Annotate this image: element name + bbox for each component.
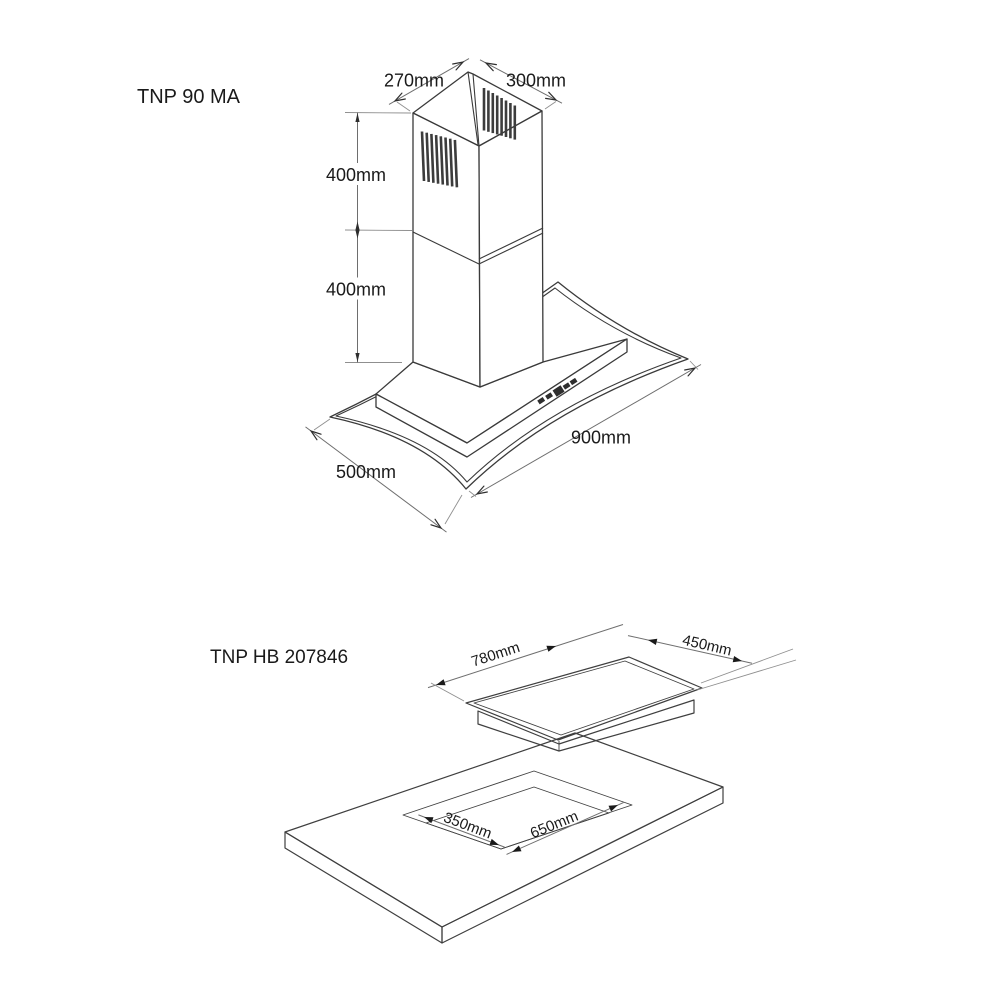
dim-line-270: [388, 58, 470, 105]
hood-body-front-band: [375, 338, 628, 458]
hood-dimensions: 270mm 300mm 400mm 400mm 90: [305, 58, 702, 533]
vent-slat: [448, 138, 454, 187]
dim-label-300: 300mm: [506, 71, 566, 91]
dim-line-300: [479, 59, 563, 104]
dim-line-650: [506, 802, 624, 855]
hob-rim: [465, 656, 703, 741]
hob-body: [477, 699, 695, 752]
vent-slat: [439, 136, 445, 185]
ext-900-a: [689, 360, 699, 370]
chimney-joint-right-2: [478, 232, 544, 265]
dim-label-450: 450mm: [681, 632, 734, 660]
button-1: [537, 397, 546, 405]
vent-grille-right: [482, 88, 517, 140]
arrow-350-right: [489, 838, 499, 845]
ext-500-b: [444, 494, 463, 525]
button-4: [562, 382, 571, 390]
arrow-780-right: [546, 645, 556, 652]
cutout-dimensions: 350mm 650mm: [418, 802, 624, 855]
chimney: [412, 71, 544, 388]
hob-dimensions: 780mm 450mm: [427, 624, 797, 702]
arrow-270-right: [452, 61, 465, 71]
ext-500-a: [313, 418, 331, 431]
ext-450-edge-2: [696, 659, 797, 691]
dim-label-900: 900mm: [571, 428, 631, 448]
dim-label-400-upper: 400mm: [326, 165, 386, 185]
worktop-cutout: [402, 770, 633, 850]
arrow-500-bottom: [430, 518, 443, 530]
worktop: 350mm 650mm: [284, 732, 724, 944]
cutout-hole: [425, 786, 610, 850]
ext-780: [430, 682, 465, 702]
arrow-350-left: [424, 817, 434, 824]
dim-line-350: [418, 814, 505, 848]
arrow-500-top: [309, 429, 322, 441]
chimney-inner-wall-edge-2: [472, 73, 480, 147]
vent-slat: [430, 133, 435, 183]
dim-label-650: 650mm: [528, 808, 581, 843]
vent-slat: [453, 139, 459, 188]
dim-line-780: [427, 624, 624, 689]
vent-slat: [420, 131, 426, 182]
ext-400-top: [344, 112, 412, 114]
worktop-left-side-face: [284, 831, 443, 944]
chimney-inner-wall-edge-1: [467, 71, 479, 145]
dim-line-900: [470, 364, 702, 498]
hob-diagram: TNP HB 207846 350mm 650mm: [210, 624, 797, 944]
hood-diagram: TNP 90 MA: [137, 58, 702, 533]
button-3: [552, 385, 565, 397]
arrow-270-left: [393, 92, 406, 102]
vent-slat: [434, 135, 440, 184]
button-5: [569, 377, 578, 386]
label-backplate: [325, 277, 388, 300]
vent-slat: [444, 137, 449, 186]
dim-line-500: [305, 426, 447, 533]
dim-label-400-lower: 400mm: [326, 280, 386, 300]
dim-label-500: 500mm: [336, 462, 396, 482]
ext-400-mid: [344, 229, 413, 231]
arrow-780-left: [436, 679, 446, 686]
control-buttons: [537, 377, 578, 405]
ext-450-edge-1: [700, 648, 794, 684]
arrow-900-top: [684, 367, 697, 377]
label-backplate: [325, 163, 388, 185]
ext-300-a: [544, 101, 557, 110]
vent-slat: [425, 132, 430, 182]
arrow-300-left: [484, 62, 497, 72]
cutout-rim: [402, 770, 633, 850]
worktop-top-face: [284, 732, 724, 928]
chimney-joint-left: [412, 231, 480, 265]
arrow-300-right: [545, 91, 558, 101]
tick-400-mid: [355, 221, 360, 239]
hob-model-label: TNP HB 207846: [210, 647, 348, 668]
hood-model-label: TNP 90 MA: [137, 86, 241, 108]
arrow-650-left: [512, 845, 522, 852]
hob: [465, 656, 703, 752]
worktop-right-side-face: [441, 786, 724, 944]
button-2: [545, 392, 554, 400]
arrow-450-right: [732, 656, 742, 663]
ext-270-a: [396, 101, 411, 112]
chimney-joint-right-1: [478, 227, 544, 260]
vent-grille-left: [420, 131, 459, 188]
arrow-900-bottom: [475, 485, 488, 495]
hob-glass-top: [473, 660, 695, 736]
ext-900-b: [468, 490, 477, 497]
tick-400-top: [355, 113, 360, 122]
tick-400-bottom: [355, 353, 360, 362]
dim-label-270: 270mm: [384, 71, 444, 91]
arrow-650-right: [608, 805, 618, 812]
arrow-450-left: [648, 638, 658, 645]
